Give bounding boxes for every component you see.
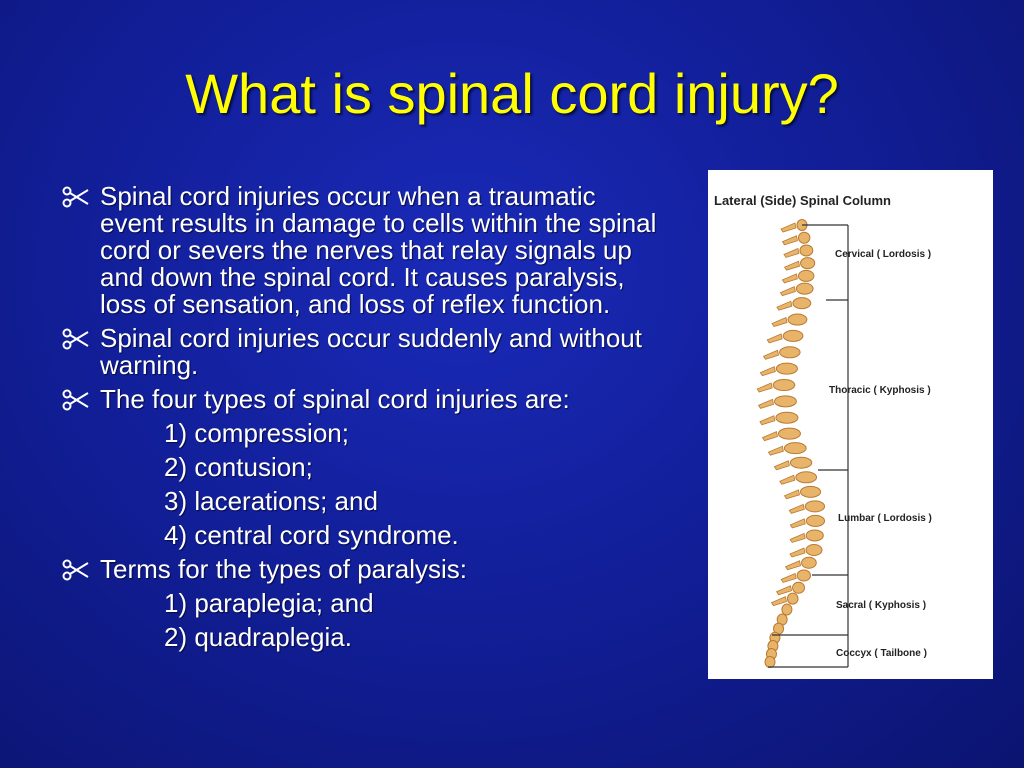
vertebra-process: [761, 431, 778, 442]
vertebra-process: [776, 300, 793, 311]
vertebra-body: [795, 471, 818, 484]
vertebra-process: [775, 585, 793, 596]
vertebra-process: [780, 222, 797, 233]
bullet-item: The four types of spinal cord injuries a…: [62, 386, 662, 413]
vertebra-process: [783, 489, 800, 500]
vertebra-body: [777, 427, 801, 440]
list-item: 2) quadraplegia.: [164, 622, 352, 652]
vertebra-body: [764, 656, 776, 668]
vertebra-body: [799, 244, 814, 257]
scissors-icon: [62, 559, 89, 581]
vertebra-body: [786, 592, 799, 605]
label-cervical: Cervical ( Lordosis ): [835, 249, 932, 260]
vertebra-body: [781, 603, 793, 616]
scissors-icon: [62, 328, 89, 350]
vertebra-body: [801, 556, 817, 569]
vertebra-body: [797, 231, 811, 244]
vertebra-process: [757, 398, 774, 409]
vertebra-process: [770, 596, 787, 607]
vertebra-body: [805, 544, 823, 556]
vertebra-body: [799, 485, 822, 498]
vertebra-process: [783, 260, 801, 271]
vertebra-process: [789, 547, 806, 558]
list-item: 3) lacerations; and: [164, 486, 378, 516]
region-bracket-lines: [768, 224, 849, 668]
vertebra-body: [779, 346, 801, 359]
vertebra-body: [792, 581, 806, 594]
vertebra-process: [766, 333, 783, 344]
vertebra-process: [771, 316, 788, 328]
vertebra-process: [789, 518, 806, 529]
bullet-item: Spinal cord injuries occur suddenly and …: [62, 325, 662, 379]
label-thoracic: Thoracic ( Kyphosis ): [829, 385, 931, 396]
list-item: 4) central cord syndrome.: [164, 520, 459, 550]
vertebra-process: [779, 286, 796, 297]
list-item: 2) contusion;: [164, 452, 313, 482]
list-item: 1) paraplegia; and: [164, 588, 374, 618]
vertebra-process: [762, 349, 780, 360]
vertebra-body: [782, 329, 804, 342]
bullet-text: Spinal cord injuries occur when a trauma…: [100, 181, 657, 319]
vertebra-process: [780, 572, 797, 583]
bullet-text: Spinal cord injuries occur suddenly and …: [100, 323, 642, 380]
scissors-icon: [62, 389, 89, 411]
bullet-item: Spinal cord injuries occur when a trauma…: [62, 183, 662, 318]
spinal-column-figure: Lateral (Side) Spinal Column Cervical ( …: [708, 170, 993, 679]
vertebra-process: [767, 445, 784, 456]
vertebra-process: [783, 247, 800, 258]
vertebra-body: [787, 313, 808, 326]
vertebra-body: [797, 269, 815, 282]
label-coccyx: Coccyx ( Tailbone ): [836, 648, 927, 659]
vertebra-process: [759, 366, 776, 377]
vertebra-body: [805, 529, 824, 542]
vertebra-body: [804, 500, 826, 513]
vertebra-process: [756, 382, 773, 393]
bullet-list: Spinal cord injuries occur when a trauma…: [62, 183, 662, 658]
label-sacral: Sacral ( Kyphosis ): [836, 600, 927, 611]
vertebra-process: [781, 273, 798, 284]
vertebra-process: [781, 235, 798, 246]
vertebra-body: [772, 379, 796, 391]
vertebra-process: [789, 532, 806, 543]
vertebra-body: [800, 257, 816, 270]
vertebra-body: [775, 362, 798, 375]
scissors-icon: [62, 186, 89, 208]
vertebra-body: [792, 297, 812, 310]
vertebra-body: [783, 442, 807, 455]
vertebra-process: [784, 560, 802, 571]
vertebra-body: [789, 456, 813, 469]
bullet-text: Terms for the types of paralysis:: [100, 554, 468, 584]
vertebra-process: [788, 503, 805, 514]
label-lumbar: Lumbar ( Lordosis ): [838, 513, 932, 524]
vertebrae-group: [756, 219, 826, 668]
injury-types-list: 1) compression; 2) contusion; 3) lacerat…: [62, 420, 662, 549]
vertebra-body: [805, 514, 826, 527]
bullet-item: Terms for the types of paralysis:: [62, 556, 662, 583]
list-item: 1) compression;: [164, 418, 349, 448]
vertebra-body: [796, 569, 812, 582]
vertebra-process: [759, 415, 776, 426]
vertebra-process: [779, 474, 796, 485]
bullet-text: The four types of spinal cord injuries a…: [100, 384, 570, 414]
spine-illustration: [756, 219, 849, 668]
vertebra-body: [795, 282, 814, 295]
vertebra-body: [774, 395, 797, 408]
vertebra-body: [775, 411, 799, 424]
figure-title: Lateral (Side) Spinal Column: [714, 193, 891, 208]
slide-title: What is spinal cord injury?: [185, 62, 839, 125]
paralysis-types-list: 1) paraplegia; and 2) quadraplegia.: [62, 590, 662, 651]
vertebra-process: [773, 460, 790, 471]
